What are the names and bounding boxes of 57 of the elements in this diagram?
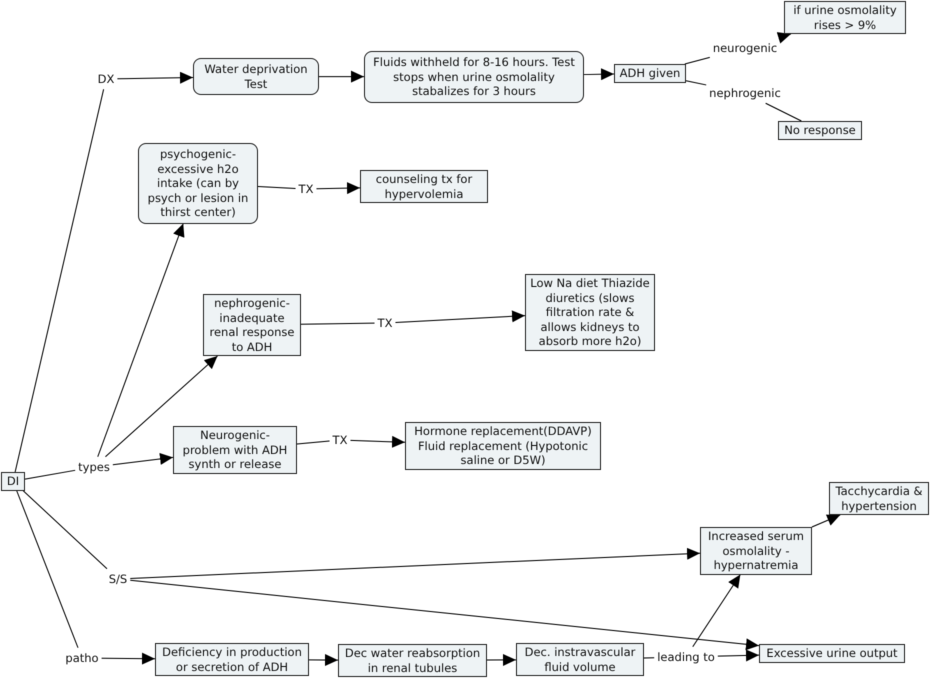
concept-box: Water deprivation Test [193, 58, 319, 95]
arrow [101, 652, 156, 665]
arrow [97, 223, 184, 458]
concept-box: psychogenic- excessive h2o intake (can by psych or lesion in thirst center) [138, 143, 258, 224]
connector-line [686, 80, 707, 86]
concept-box: DI [1, 472, 25, 490]
connector-line [300, 322, 376, 325]
connector-line [22, 490, 108, 570]
arrow [130, 580, 760, 650]
concept-box: ADH given [614, 64, 686, 82]
connector-line [16, 490, 78, 648]
concept-box: nephrogenic- inadequate renal response to ADH [203, 294, 301, 356]
concept-box: Low Na diet Thiazide diuretics (slows filtration rate & allows kidneys to absorb more h2o) [525, 274, 655, 350]
arrow [104, 356, 218, 458]
concept-box: Increased serum osmolality -hypernatremia [700, 527, 812, 574]
arrow [316, 182, 360, 194]
connector-line [765, 102, 802, 122]
concept-box: Tacchycardia & hypertension [829, 482, 929, 515]
connector-line [258, 186, 296, 189]
concept-box: Dec water reabsorption in renal tubules [338, 644, 487, 677]
linking-phrase: types [78, 460, 110, 474]
arrow [811, 514, 841, 528]
linking-phrase: nephrogenic [709, 86, 781, 100]
arrow [308, 654, 338, 666]
linking-phrase: TX [298, 182, 314, 196]
concept-box: Hormone replacement(DDAVP) Fluid replacement (Hypotonic saline or D5W) [405, 422, 601, 470]
concept-box: counseling tx for hypervolemia [360, 170, 488, 203]
arrow [112, 452, 174, 466]
concept-box: Neurogenic- problem with ADH synth or release [173, 426, 297, 474]
arrow [350, 436, 406, 448]
arrow [130, 548, 700, 579]
concept-box: if urine osmolality rises > 9% [784, 1, 906, 34]
arrow [717, 649, 760, 662]
concept-box: Fluids withheld for 8-16 hours. Test stops when urine osmolality stabalizes for 3 hours [364, 51, 584, 102]
arrow [116, 72, 194, 84]
linking-phrase: DX [98, 72, 114, 86]
concept-box: No response [778, 121, 862, 140]
linking-phrase: neurogenic [712, 40, 778, 56]
linking-phrase: patho [65, 650, 99, 666]
connector-line [24, 470, 76, 480]
linking-phrase: S/S [108, 572, 128, 586]
concept-box: Deficiency in production or secretion of ADH [155, 643, 309, 676]
linking-phrase: TX [378, 316, 392, 330]
arrow [486, 654, 516, 666]
arrow [394, 310, 526, 323]
arrow [584, 68, 614, 80]
connector-line [14, 88, 104, 472]
linking-phrase: TX [332, 432, 348, 448]
concept-box: Dec. instravascular fluid volume [516, 643, 644, 676]
linking-phrase: leading to [657, 650, 715, 664]
connector-line [684, 56, 710, 64]
connector-line [296, 440, 330, 444]
connector-line [644, 657, 655, 658]
arrow [776, 32, 792, 44]
arrow [318, 70, 364, 83]
arrow [692, 574, 741, 648]
concept-box: Excessive urine output [759, 644, 905, 662]
